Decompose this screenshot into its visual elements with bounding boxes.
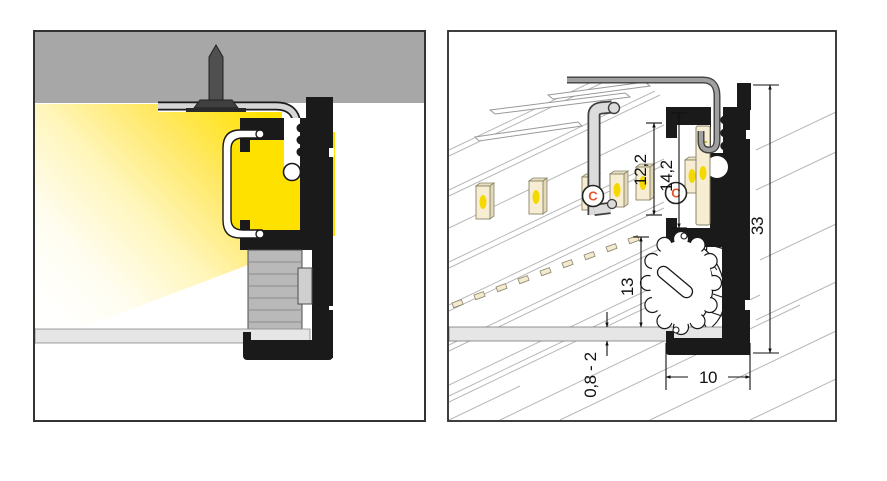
diffuser-hook-bottom: [255, 229, 265, 239]
dim-opening-height: 14,2: [657, 160, 676, 192]
profile-back-top: [737, 83, 751, 110]
profile-bottom-flange: [666, 338, 750, 355]
ceiling-slab: [34, 31, 425, 103]
spring-clip: [587, 100, 621, 216]
dimension-lines: [605, 84, 779, 390]
profile-top-lip: [666, 107, 677, 138]
marker-clip: C: [581, 184, 605, 208]
profile-bottom-flange: [243, 310, 333, 360]
hatch-lines: [448, 77, 837, 421]
diffuser-cover: [222, 129, 265, 239]
dim-inner-height: 12,2: [631, 154, 650, 186]
profile-dimension-drawing: C C: [447, 30, 837, 422]
slot-teeth: [296, 123, 306, 157]
clip-strip: [488, 92, 632, 115]
marker-profile: C: [664, 181, 688, 205]
clip-strips: [473, 81, 652, 142]
dim-lower-height: 13: [618, 278, 637, 296]
right-panel-border: [447, 30, 837, 422]
led-strip-pads: [451, 235, 640, 309]
ceiling-anchor: [186, 44, 246, 112]
clip-strip: [546, 81, 652, 100]
installation-example-panel: [33, 30, 426, 422]
slot-teeth: [720, 115, 729, 151]
profile-bottom-lip: [666, 218, 677, 247]
edge-notch-bottom: [745, 300, 751, 310]
marker-profile-label: C: [671, 186, 681, 201]
left-panel-border: [33, 30, 426, 422]
led-module: [527, 177, 549, 215]
clip-strip: [473, 121, 584, 142]
dim-total-height: 33: [748, 217, 767, 235]
profile-back-plate: [312, 140, 333, 358]
installation-example-drawing: [33, 30, 426, 422]
dimensioned-drawing-panel: C C: [447, 30, 837, 422]
wheel-slot: [656, 265, 694, 299]
clip-wire: [567, 76, 721, 154]
light-cone: [35, 104, 282, 346]
dim-panel-thickness: 0,8 - 2: [581, 352, 600, 397]
dimension-labels: 12,2 14,2 33 13 0,8 - 2 10: [581, 154, 767, 397]
led-module: [608, 170, 630, 208]
profile-top-arm: [666, 107, 750, 125]
clip-ball-cavity: [706, 156, 728, 178]
edge-notch-top: [746, 130, 751, 139]
knurled-wheel: [639, 230, 723, 336]
anchor-stack: [247, 249, 313, 333]
anchor-block: [297, 267, 313, 305]
dim-width: 10: [699, 368, 717, 387]
diffuser-hook-top: [255, 129, 265, 139]
clip-hook-ball: [607, 101, 621, 115]
edge-notch-top: [329, 148, 334, 157]
clip-ball-end: [282, 162, 302, 182]
marker-clip-label: C: [588, 189, 598, 204]
clip-foot-ball: [606, 198, 618, 210]
clip-slot: [284, 118, 300, 176]
profile-web: [300, 140, 312, 236]
led-module: [474, 182, 496, 220]
